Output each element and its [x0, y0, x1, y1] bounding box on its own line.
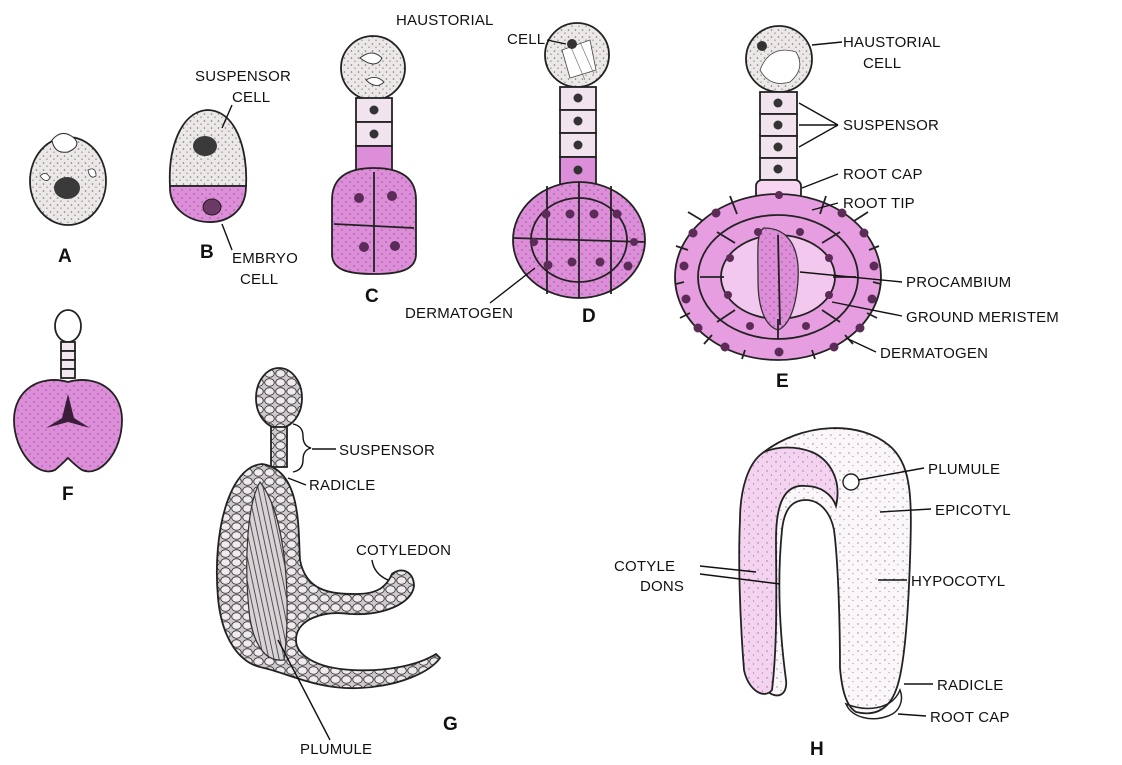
label-h-epicotyl: EPICOTYL	[935, 502, 1011, 519]
label-e-root-cap: ROOT CAP	[843, 166, 923, 183]
stage-d-octant	[513, 23, 645, 298]
label-a: A	[58, 246, 72, 267]
stage-c-quadrant	[332, 36, 416, 274]
stage-h-dicot-embryo	[739, 428, 911, 719]
label-d-haustorial-1: HAUSTORIAL	[396, 12, 494, 29]
label-b: B	[200, 242, 214, 263]
label-d-haustorial-2: CELL	[507, 31, 545, 48]
stage-a-zygote	[30, 133, 106, 225]
label-e-suspensor: SUSPENSOR	[843, 117, 939, 134]
label-c: C	[365, 286, 379, 307]
stage-g-mature-embryo	[217, 368, 440, 688]
label-b-embryo-cell-1: EMBRYO	[232, 250, 298, 267]
label-b-suspensor-cell-1: SUSPENSOR	[195, 68, 291, 85]
label-e-haustorial-2: CELL	[863, 55, 901, 72]
label-h-hypocotyl: HYPOCOTYL	[911, 573, 1005, 590]
label-b-embryo-cell-2: CELL	[240, 271, 278, 288]
nucleus-icon	[54, 177, 80, 199]
label-h-plumule: PLUMULE	[928, 461, 1000, 478]
label-h: H	[810, 739, 824, 760]
label-e-dermatogen: DERMATOGEN	[880, 345, 988, 362]
label-h-cotyledons-2: DONS	[640, 578, 684, 595]
label-e-haustorial-1: HAUSTORIAL	[843, 34, 941, 51]
stage-f-heart-shaped-embryo	[14, 310, 122, 471]
label-e-procambium: PROCAMBIUM	[906, 274, 1011, 291]
label-g-cotyledon: COTYLEDON	[356, 542, 451, 559]
label-h-root-cap: ROOT CAP	[930, 709, 1010, 726]
label-e: E	[776, 371, 789, 392]
stage-b-two-cell	[170, 110, 246, 222]
label-g: G	[443, 714, 458, 735]
label-g-suspensor: SUSPENSOR	[339, 442, 435, 459]
label-e-ground-meristem: GROUND MERISTEM	[906, 309, 1059, 326]
label-g-radicle: RADICLE	[309, 477, 375, 494]
label-f: F	[62, 484, 74, 505]
label-g-plumule: PLUMULE	[300, 741, 372, 758]
stage-e-globular-embryo	[675, 26, 881, 360]
label-h-radicle: RADICLE	[937, 677, 1003, 694]
label-d: D	[582, 306, 596, 327]
label-e-root-tip: ROOT TIP	[843, 195, 915, 212]
label-b-suspensor-cell-2: CELL	[232, 89, 270, 106]
label-h-cotyledons-1: COTYLE	[614, 558, 675, 575]
label-d-dermatogen: DERMATOGEN	[405, 305, 513, 322]
